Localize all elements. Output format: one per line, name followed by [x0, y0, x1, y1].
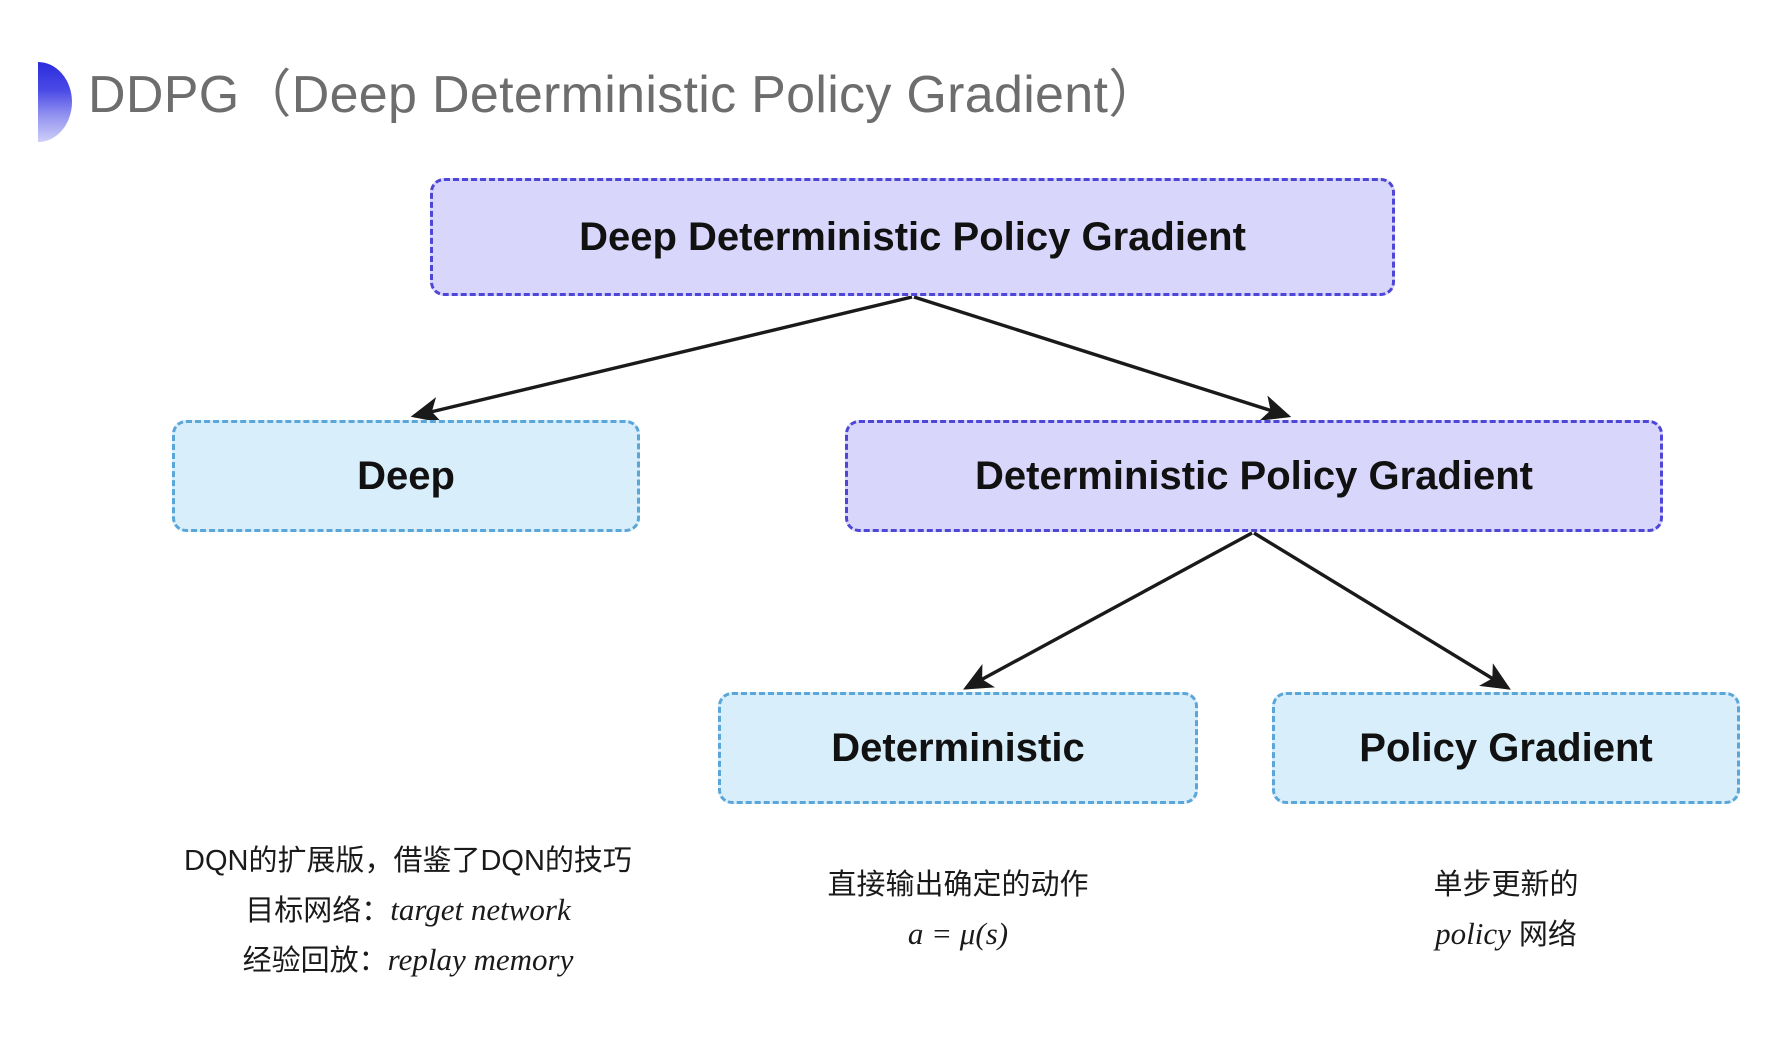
caption-deterministic-formula: a = μ(s): [907, 915, 1009, 951]
caption-policy-gradient: 单步更新的 policy 网络: [1272, 862, 1740, 959]
node-policy-gradient[interactable]: Policy Gradient: [1272, 692, 1740, 804]
title-bullet-icon: [38, 62, 72, 142]
caption-deep-line3-label: 经验回放：: [242, 945, 388, 978]
edge-dpg-to-policy-gradient: [1253, 531, 1511, 690]
edge-dpg-to-deterministic: [963, 531, 1253, 690]
caption-deep-line2-term: target network: [390, 891, 571, 927]
caption-policy-gradient-line2: policy 网络: [1272, 909, 1740, 959]
edge-root-to-dpg: [913, 295, 1292, 421]
caption-deterministic-line1: 直接输出确定的动作: [827, 869, 1089, 901]
caption-deep-line3-term: replay memory: [387, 942, 574, 978]
page-title: DDPG（Deep Deterministic Policy Gradient）: [88, 66, 1161, 124]
caption-deep-line1: DQN的扩展版，借鉴了DQN的技巧: [184, 845, 632, 877]
caption-policy-gradient-rest: 网络: [1510, 918, 1577, 951]
caption-deterministic: 直接输出确定的动作 a = μ(s): [718, 862, 1198, 959]
caption-policy-gradient-term: policy: [1435, 915, 1511, 951]
node-root[interactable]: Deep Deterministic Policy Gradient: [430, 178, 1395, 296]
node-deterministic[interactable]: Deterministic: [718, 692, 1198, 804]
caption-deep-line2: 目标网络：target network: [148, 885, 668, 935]
edge-root-to-deep: [410, 295, 913, 423]
caption-deep: DQN的扩展版，借鉴了DQN的技巧 目标网络：target network 经验…: [148, 838, 668, 985]
node-deep[interactable]: Deep: [172, 420, 640, 532]
caption-deep-line2-label: 目标网络：: [245, 894, 391, 927]
caption-policy-gradient-line1: 单步更新的: [1433, 869, 1579, 901]
caption-deep-line3: 经验回放：replay memory: [148, 935, 668, 985]
node-deterministic-policy-gradient[interactable]: Deterministic Policy Gradient: [845, 420, 1663, 532]
